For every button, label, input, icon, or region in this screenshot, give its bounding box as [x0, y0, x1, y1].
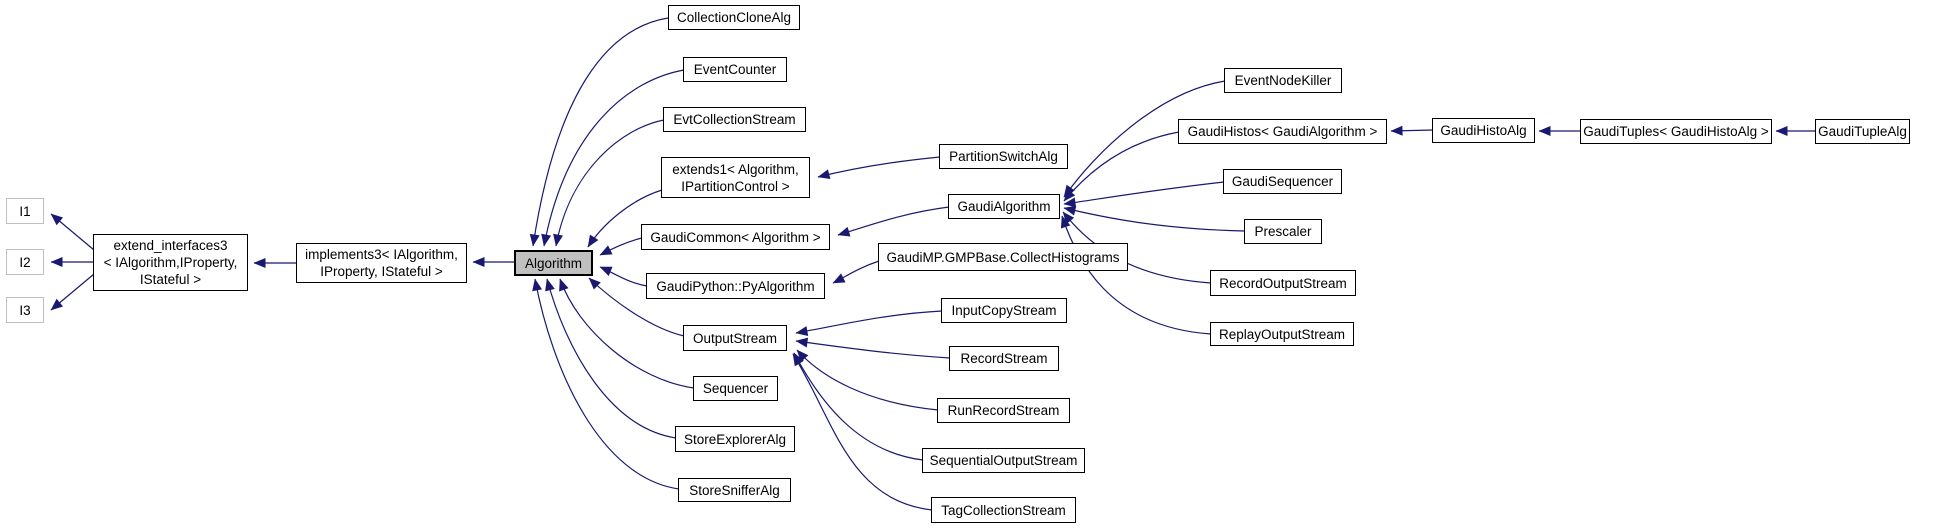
- class-box-i1: I1: [6, 198, 44, 224]
- class-box-extends1[interactable]: extends1< Algorithm, IPartitionControl >: [661, 157, 810, 198]
- edge-sequencer-to-algorithm: [559, 278, 695, 389]
- edge-gaudi-sequencer-to-gaudi-algorithm: [1063, 181, 1225, 208]
- class-box-gaudi-sequencer[interactable]: GaudiSequencer: [1223, 169, 1342, 194]
- class-box-event-counter[interactable]: EventCounter: [683, 57, 787, 82]
- class-box-evt-collection-stream[interactable]: EvtCollectionStream: [663, 107, 806, 132]
- edge-store-explorer-alg-to-algorithm: [545, 278, 677, 439]
- class-box-sequential-output-stream[interactable]: SequentialOutputStream: [922, 448, 1085, 473]
- class-box-tag-collection-stream[interactable]: TagCollectionStream: [931, 497, 1076, 523]
- class-box-gaudi-python-py-algorithm[interactable]: GaudiPython::PyAlgorithm: [646, 273, 825, 299]
- class-box-record-output-stream[interactable]: RecordOutputStream: [1210, 270, 1356, 296]
- class-box-implements3[interactable]: implements3< IAlgorithm, IProperty, ISta…: [296, 243, 467, 283]
- class-box-gaudi-mp-collect-histograms[interactable]: GaudiMP.GMPBase.CollectHistograms: [878, 243, 1128, 271]
- class-box-extend-interfaces3[interactable]: extend_interfaces3 < IAlgorithm,IPropert…: [93, 234, 248, 291]
- class-box-partition-switch-alg[interactable]: PartitionSwitchAlg: [939, 144, 1068, 169]
- edge-extend-interfaces3-to-i3: [50, 273, 95, 311]
- class-box-gaudi-histos[interactable]: GaudiHistos< GaudiAlgorithm >: [1178, 119, 1387, 144]
- class-box-record-stream[interactable]: RecordStream: [949, 346, 1059, 371]
- edge-replay-output-stream-to-gaudi-algorithm: [1060, 215, 1212, 335]
- edge-partition-switch-alg-to-extends1: [817, 156, 941, 180]
- class-box-event-node-killer[interactable]: EventNodeKiller: [1224, 68, 1342, 93]
- class-box-gaudi-tuple-alg[interactable]: GaudiTupleAlg: [1815, 119, 1910, 144]
- edge-sequential-output-stream-to-output-stream: [793, 352, 924, 461]
- class-box-gaudi-algorithm[interactable]: GaudiAlgorithm: [948, 194, 1060, 219]
- edge-collection-clone-alg-to-algorithm: [529, 17, 669, 247]
- class-box-replay-output-stream[interactable]: ReplayOutputStream: [1210, 322, 1354, 346]
- class-box-sequencer[interactable]: Sequencer: [693, 376, 778, 401]
- edge-run-record-stream-to-output-stream: [796, 349, 939, 411]
- class-box-input-copy-stream[interactable]: InputCopyStream: [941, 298, 1067, 323]
- edge-evt-collection-stream-to-algorithm: [553, 119, 665, 247]
- class-box-store-sniffer-alg[interactable]: StoreSnifferAlg: [678, 478, 791, 502]
- edge-gaudi-mp-to-gaudi-python: [832, 260, 880, 284]
- edge-gaudi-common-to-algorithm: [599, 237, 643, 256]
- edge-record-stream-to-output-stream: [795, 337, 951, 359]
- class-box-prescaler[interactable]: Prescaler: [1244, 219, 1322, 244]
- edge-input-copy-stream-to-output-stream: [795, 310, 943, 336]
- class-box-store-explorer-alg[interactable]: StoreExplorerAlg: [675, 426, 795, 452]
- edge-store-sniffer-alg-to-algorithm: [532, 278, 680, 490]
- edge-gaudi-histos-to-gaudi-algorithm: [1063, 131, 1180, 202]
- class-box-algorithm: Algorithm: [514, 250, 593, 276]
- class-box-collection-clone-alg[interactable]: CollectionCloneAlg: [668, 5, 800, 30]
- class-box-i3: I3: [6, 297, 44, 323]
- class-box-i2: I2: [6, 249, 44, 275]
- edge-gaudi-algorithm-to-gaudi-common: [837, 206, 950, 237]
- class-box-run-record-stream[interactable]: RunRecordStream: [937, 398, 1070, 423]
- edge-extend-interfaces3-to-i1: [50, 213, 95, 251]
- edge-event-counter-to-algorithm: [541, 69, 685, 247]
- class-box-gaudi-common[interactable]: GaudiCommon< Algorithm >: [641, 224, 830, 250]
- edge-extends1-to-algorithm: [587, 189, 663, 248]
- class-box-output-stream[interactable]: OutputStream: [683, 325, 787, 351]
- edge-gaudi-python-py-algorithm-to-algorithm: [599, 266, 648, 287]
- edge-prescaler-to-gaudi-algorithm: [1063, 205, 1246, 232]
- class-box-gaudi-histo-alg[interactable]: GaudiHistoAlg: [1432, 118, 1535, 143]
- edge-tag-collection-stream-to-output-stream: [792, 353, 933, 511]
- edge-event-node-killer-to-gaudi-algorithm: [1063, 80, 1226, 198]
- edge-output-stream-to-algorithm: [588, 277, 685, 337]
- edge-gaudi-histo-alg-to-gaudi-histos: [1390, 125, 1434, 136]
- class-box-gaudi-tuples[interactable]: GaudiTuples< GaudiHistoAlg >: [1580, 119, 1772, 144]
